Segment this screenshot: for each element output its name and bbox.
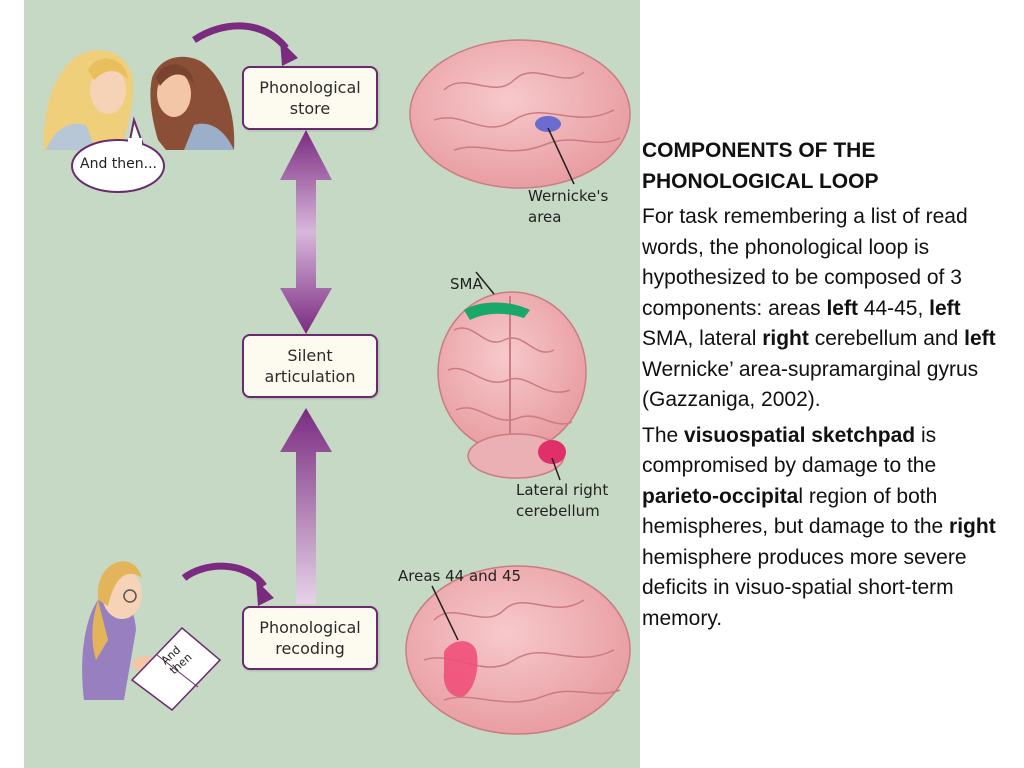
curved-arrow-top [192, 22, 289, 51]
up-arrow [280, 408, 332, 604]
p2-text-e: l region of both hemispheres, but damage… [642, 484, 950, 539]
p1-text-c: 44-45, [857, 296, 930, 320]
paragraph-visuospatial: The visuospatial sketchpad is compromise… [642, 421, 1014, 635]
curved-arrow-bottom [181, 562, 267, 589]
phonological-recoding-line1: Phonological [259, 618, 361, 637]
p1-text-g: cerebellum and [808, 327, 965, 350]
curved-arrow-bottom-head [256, 580, 274, 606]
cerebellum-label: Lateral right cerebellum [516, 480, 608, 522]
phonological-loop-figure: Phonological store Silent articulation P… [24, 0, 640, 768]
p2-text-a: The [642, 423, 685, 447]
p2-bold-sketchpad: visuospatial sketchpad [684, 423, 916, 447]
phonological-store-box: Phonological store [242, 66, 378, 130]
phonological-store-line1: Phonological [259, 78, 361, 97]
slide-heading: COMPONENTS OF THE PHONOLOGICAL LOOP [642, 136, 1014, 197]
p2-bold-right: right [949, 515, 996, 538]
p1-bold-left-3: left [964, 327, 996, 350]
slide-heading-line1: COMPONENTS OF THE [642, 139, 876, 162]
p1-bold-left-2: left [929, 296, 961, 320]
areas-44-45-label: Areas 44 and 45 [398, 567, 522, 585]
p1-bold-left-1: left [826, 296, 858, 320]
book [130, 626, 222, 711]
wernicke-label: Wernicke's area [528, 186, 608, 228]
curved-arrow-top-head [280, 40, 298, 66]
wernicke-label-line1: Wernicke's [528, 187, 609, 205]
conversation-illustration [43, 50, 235, 150]
brain-middle [437, 271, 587, 481]
wernicke-label-line2: area [528, 208, 562, 226]
p1-text-e: SMA, lateral [642, 327, 763, 350]
p2-text-c: is compromised by damage to the [642, 423, 937, 478]
brain-bottom [405, 565, 631, 735]
p1-text-a: For task remembering a list of read word… [642, 205, 968, 320]
figure-drawing [43, 22, 631, 735]
p1-bold-right: right [762, 327, 809, 350]
silent-articulation-box: Silent articulation [242, 334, 378, 398]
phonological-recoding-box: Phonological recoding [242, 606, 378, 670]
p2-bold-parieto: parieto-occipita [642, 484, 799, 508]
double-arrow [280, 130, 332, 334]
brain-top [409, 39, 631, 189]
phonological-store-line2: store [289, 99, 331, 118]
cerebellum-label-line2: cerebellum [516, 502, 600, 520]
cerebellum-label-line1: Lateral right [516, 481, 609, 499]
silent-articulation-line2: articulation [264, 367, 356, 386]
reader-illustration [82, 561, 156, 700]
speech-bubble [71, 116, 165, 193]
phonological-recoding-line2: recoding [275, 639, 345, 658]
slide-heading-line2: PHONOLOGICAL LOOP [642, 169, 879, 193]
paragraph-phonological-loop: For task remembering a list of read word… [642, 202, 1014, 416]
p2-text-g: hemisphere produces more severe deficits… [642, 545, 967, 630]
silent-articulation-line1: Silent [287, 346, 333, 365]
text-panel: COMPONENTS OF THE PHONOLOGICAL LOOP For … [642, 136, 1014, 639]
p1-text-i: Wernicke’ area-supramarginal gyrus (Gazz… [642, 357, 979, 412]
sma-label: SMA [450, 275, 483, 293]
speech-bubble-text: And then... [80, 156, 157, 172]
